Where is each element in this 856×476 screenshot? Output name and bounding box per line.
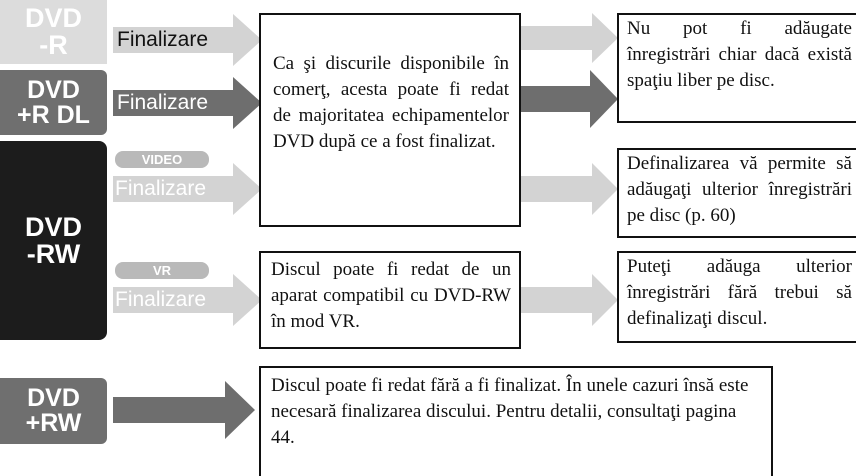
right-box-1: Nu pot fi adăugate înregistrări chiar da… — [617, 13, 856, 123]
disc-dvd-r-dl-line2: +R DL — [17, 100, 90, 129]
right-box-2-text: Definalizarea vă permite să adăugaţi ult… — [627, 153, 852, 226]
arrow-to-right-2 — [520, 163, 618, 215]
disc-dvd-plus-rw-line1: DVD — [27, 384, 80, 412]
arrow-dvd-rw-video — [113, 163, 262, 215]
right-box-3-text: Puteţi adăuga ulterior înregistrări fără… — [627, 256, 852, 329]
arrow-to-right-3 — [520, 274, 618, 326]
vr-badge: VR — [115, 262, 209, 279]
center-top-text: Ca şi discurile disponibile în comerţ, a… — [273, 53, 509, 152]
disc-dvd-rw-line2: -RW — [26, 238, 81, 269]
arrow-dvd-rw-vr — [113, 274, 262, 326]
right-box-1-text: Nu pot fi adăugate înregistrări chiar da… — [627, 18, 852, 91]
finalize-label-video: Finalizare — [115, 177, 207, 200]
arrow-dvd-r — [113, 14, 262, 66]
disc-dvd-plus-rw: DVD +RW — [0, 378, 107, 444]
bottom-box: Discul poate fi redat fără a fi finaliza… — [259, 366, 773, 476]
right-box-2: Definalizarea vă permite să adăugaţi ult… — [617, 148, 856, 238]
right-box-3: Puteţi adăuga ulterior înregistrări fără… — [617, 251, 856, 343]
center-vr-text: Discul poate fi redat de un aparat compa… — [271, 259, 511, 332]
disc-dvd-plus-rw-line2: +RW — [25, 409, 82, 437]
arrow-dvd-r-dl — [113, 77, 262, 129]
disc-dvd-rw-line1: DVD — [24, 211, 82, 242]
center-top-box: Ca şi discurile disponibile în comerţ, a… — [259, 13, 521, 227]
disc-dvd-r-dl: DVD +R DL — [0, 70, 107, 135]
disc-dvd-r-line2: -R — [39, 30, 68, 60]
finalize-label-dvd-r-dl: Finalizare — [117, 91, 209, 114]
arrow-dvd-plus-rw — [113, 381, 255, 439]
arrow-to-right-1b — [520, 70, 618, 128]
bottom-box-text: Discul poate fi redat fără a fi finaliza… — [271, 375, 749, 448]
center-vr-box: Discul poate fi redat de un aparat compa… — [259, 251, 521, 349]
disc-dvd-rw: DVD -RW — [0, 141, 107, 340]
finalize-label-dvd-r: Finalizare — [117, 28, 209, 51]
finalize-label-vr: Finalizare — [115, 288, 207, 311]
disc-dvd-r: DVD -R — [0, 0, 107, 64]
disc-dvd-r-dl-line1: DVD — [27, 75, 80, 104]
disc-dvd-r-line1: DVD — [24, 3, 82, 33]
arrow-to-right-1a — [520, 13, 618, 63]
video-badge: VIDEO — [115, 151, 209, 168]
